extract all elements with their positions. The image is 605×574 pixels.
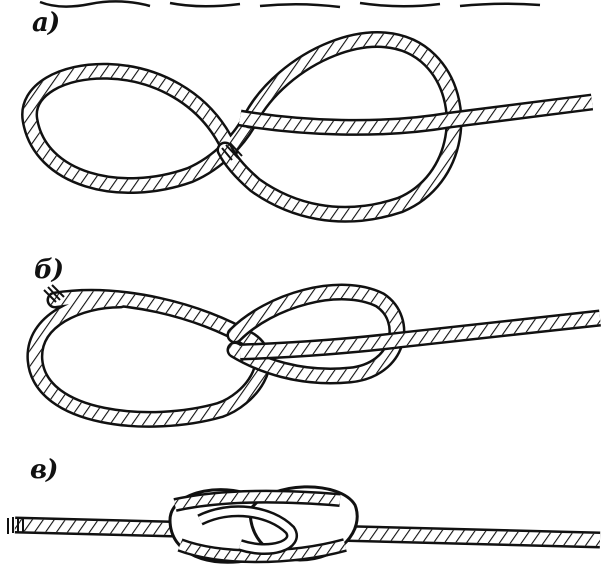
rope-step-c: [8, 487, 600, 562]
rope-step-a: [30, 40, 592, 215]
rope-step-b: [35, 285, 600, 419]
cropped-header-text: [40, 1, 540, 7]
